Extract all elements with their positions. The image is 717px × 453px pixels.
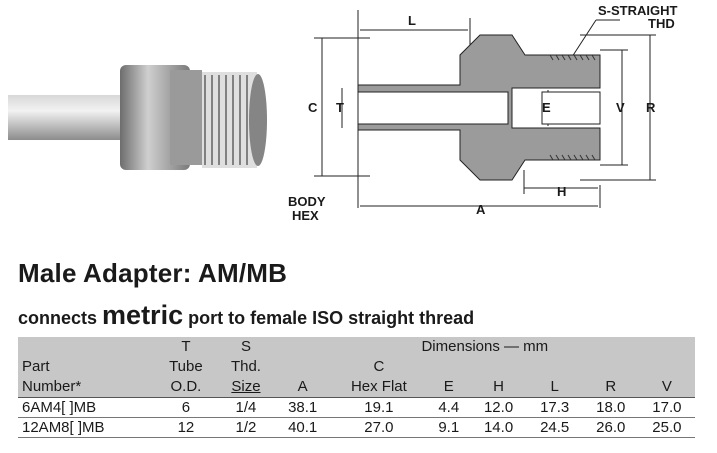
header-cell: Tube (169, 358, 203, 375)
header-cell: R (582, 377, 639, 398)
dim-label-c: C (308, 100, 318, 115)
header-cell (275, 357, 331, 377)
table-cell: 1/4 (235, 399, 257, 416)
table-cell: 14.0 (483, 419, 514, 436)
header-cell (18, 337, 155, 357)
subtitle-post: port to female ISO straight thread (188, 308, 475, 328)
header-cell: E (427, 377, 471, 398)
dim-label-a: A (476, 202, 486, 217)
header-cell: Hex Flat (330, 377, 428, 398)
table-cell: 12 (177, 419, 195, 436)
table-cell: 40.1 (288, 419, 318, 436)
header-cell (639, 357, 695, 377)
dimensions-table: T S Dimensions — mm Part Tube Thd. C Num… (18, 337, 695, 438)
subtitle: connects metric port to female ISO strai… (18, 300, 474, 331)
table-header-row-2: Part Tube Thd. C (18, 357, 695, 377)
header-cell (427, 357, 471, 377)
table-cell: 6 (181, 399, 191, 416)
header-cell: C (373, 358, 385, 375)
header-cell: V (638, 377, 695, 398)
dim-label-l: L (408, 13, 416, 28)
table-cell: 26.0 (596, 419, 626, 436)
dim-label-e: E (542, 100, 551, 115)
part-number-cell: 6AM4[ ]MB (22, 399, 97, 416)
dim-label-s-line2: THD (648, 16, 675, 31)
header-cell: Number* (18, 377, 155, 398)
header-cell: T (181, 338, 191, 355)
header-cell: A (274, 377, 331, 398)
body-hex-label-line1: BODY (288, 194, 326, 209)
table-header-row-3: Number* O.D. Size A Hex Flat E H L R V (18, 377, 695, 398)
page-title: Male Adapter: AM/MB (18, 258, 288, 288)
header-cell: L (526, 377, 583, 398)
header-cell: O.D. (154, 377, 218, 398)
table-cell: 19.1 (364, 399, 394, 416)
table-row: 12AM8[ ]MB 12 1/2 40.1 27.0 9.1 14.0 24.… (18, 418, 695, 438)
subtitle-emphasis: metric (102, 300, 184, 330)
table-cell: 25.0 (652, 419, 682, 436)
part-number-cell: 12AM8[ ]MB (22, 419, 105, 436)
header-cell (471, 357, 527, 377)
header-cell: S (240, 338, 251, 355)
dim-label-t: T (336, 100, 344, 115)
table-cell: 17.0 (652, 399, 682, 416)
dim-label-s-line1: S-STRAIGHT (598, 3, 678, 18)
header-cell: Thd. (230, 358, 261, 375)
header-cell: Size (217, 377, 275, 398)
table-cell: 1/2 (235, 419, 257, 436)
body-hex-label-line2: HEX (292, 208, 319, 223)
product-photo (8, 65, 267, 170)
dim-label-v: V (616, 100, 625, 115)
table-cell: 12.0 (483, 399, 514, 416)
header-cell (583, 357, 639, 377)
header-cell (527, 357, 583, 377)
table-header-row-1: T S Dimensions — mm (18, 337, 695, 357)
header-cell: H (470, 377, 527, 398)
header-cell-dimensions: Dimensions — mm (421, 338, 549, 355)
table-cell: 4.4 (438, 399, 460, 416)
table-cell: 38.1 (288, 399, 318, 416)
dimension-drawing: L S-STRAIGHT THD C T E V R H A BODY HEX (288, 3, 678, 223)
table-cell: 17.3 (540, 399, 570, 416)
dim-label-h: H (557, 184, 566, 199)
dim-label-r: R (646, 100, 656, 115)
table-row: 6AM4[ ]MB 6 1/4 38.1 19.1 4.4 12.0 17.3 … (18, 398, 695, 418)
table-cell: 27.0 (364, 419, 394, 436)
subtitle-pre: connects (18, 308, 98, 328)
table-cell: 24.5 (540, 419, 570, 436)
header-cell: Part (22, 358, 50, 375)
table-cell: 9.1 (438, 419, 460, 436)
table-cell: 18.0 (596, 399, 626, 416)
